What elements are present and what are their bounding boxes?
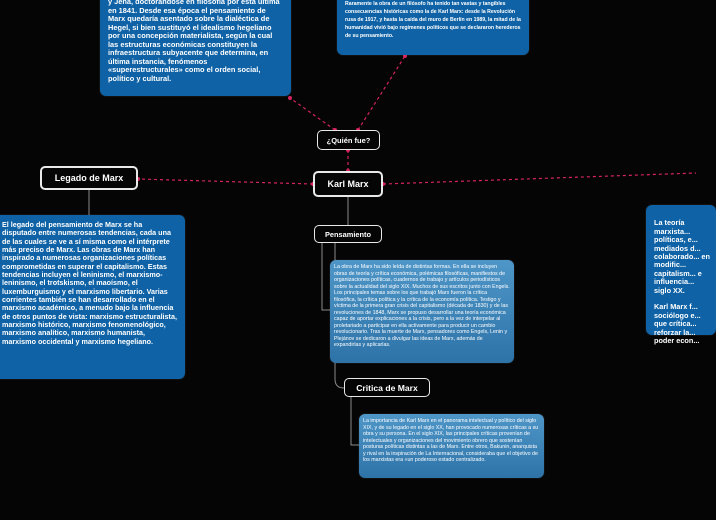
node-legacy[interactable]: Legado de Marx [40,166,138,190]
note-hegel: y Jena, doctorándose en filosofía por es… [100,0,291,96]
link-center-legacy [137,178,314,185]
link-dot [403,54,407,58]
link-dot [288,96,292,100]
node-who[interactable]: ¿Quién fue? [317,130,380,150]
node-thought-label: Pensamiento [324,229,371,239]
note-influence-text: Raramente la obra de un filósofo ha teni… [345,1,521,40]
note-legacy-text: El legado del pensamiento de Marx se ha … [2,220,177,346]
note-legacy: El legado del pensamiento de Marx se ha … [0,215,185,379]
node-center[interactable]: Karl Marx [313,171,383,197]
node-thought[interactable]: Pensamiento [314,225,382,243]
link-thought-critique [334,243,345,389]
node-center-label: Karl Marx [327,179,369,189]
note-influence: Raramente la obra de un filósofo ha teni… [337,0,529,55]
note-critique-text: La importancia de Karl Marx en el panora… [363,418,539,463]
node-critique[interactable]: Critica de Marx [344,378,430,397]
node-who-label: ¿Quién fue? [326,135,371,145]
note-right: La teoría marxista... políticas, e... me… [646,205,716,345]
note-thought-text: La obra de Marx ha sido leída de distint… [334,264,510,348]
link-critique-note [350,397,359,446]
note-thought: La obra de Marx ha sido leída de distint… [330,260,514,363]
node-legacy-label: Legado de Marx [54,173,124,183]
link-center-right [382,172,697,185]
link-thought-note [321,243,330,311]
note-right-text: La teoría marxista... políticas, e... me… [654,218,710,346]
link-who-influence [357,55,406,131]
note-hegel-text: y Jena, doctorándose en filosofía por es… [108,0,280,83]
link-who-hegel [289,97,336,131]
note-critique: La importancia de Karl Marx en el panora… [359,414,544,478]
node-critique-label: Critica de Marx [356,382,418,393]
